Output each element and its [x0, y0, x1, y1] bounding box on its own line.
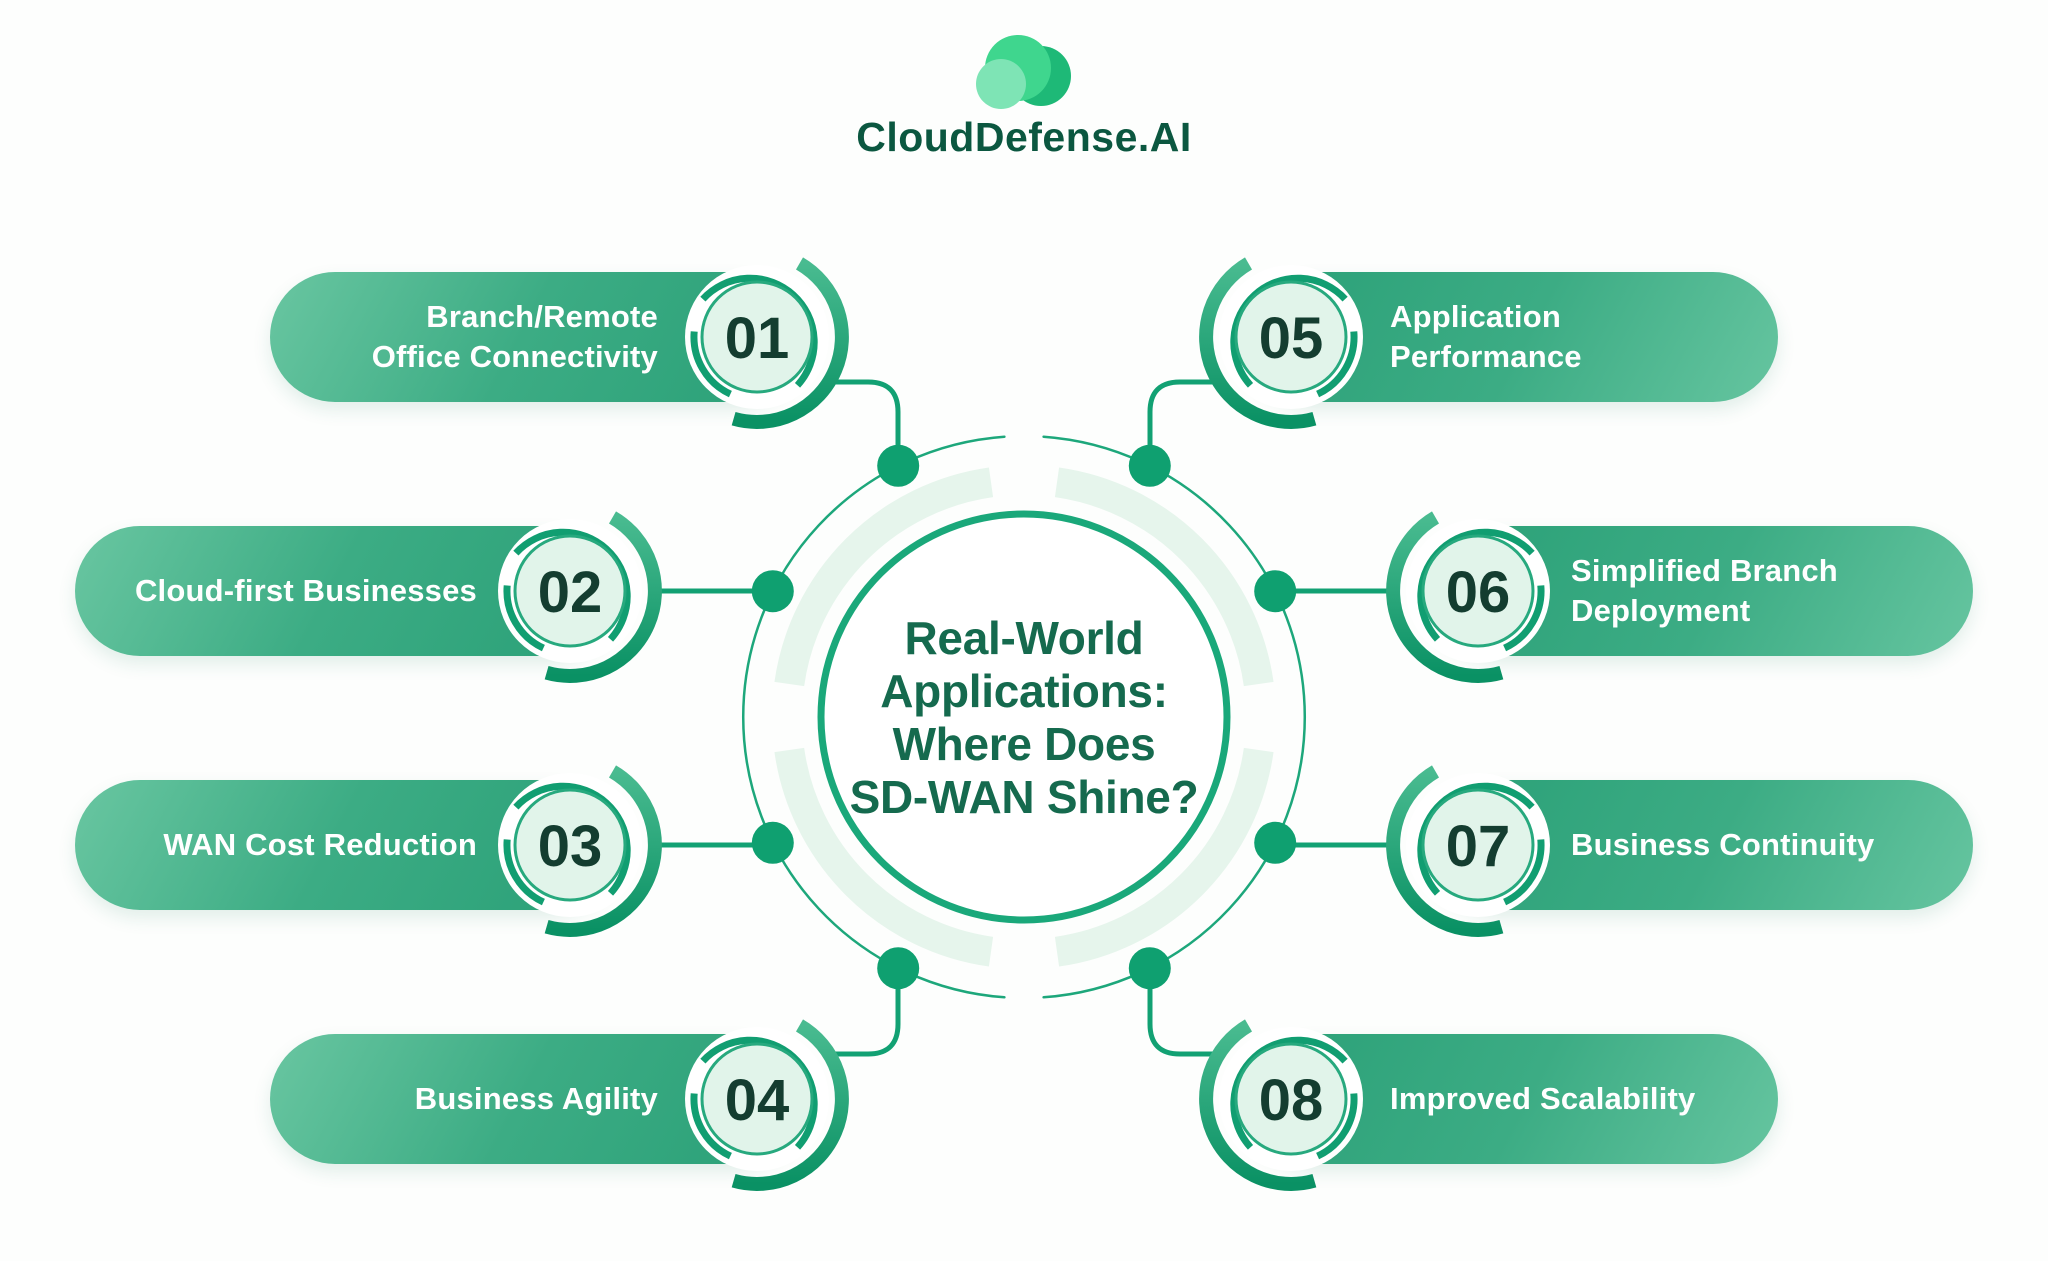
item-number: 03: [538, 814, 603, 879]
item-label: Branch/Remote Office Connectivity: [371, 299, 658, 374]
node-dots: [751, 444, 1297, 990]
item-label: Business Continuity: [1571, 827, 1875, 862]
light-ring: [774, 467, 1274, 967]
item-label: Application Performance: [1390, 299, 1582, 374]
number-badge-06: 06: [1386, 511, 1550, 683]
item-label: Business Agility: [414, 1081, 658, 1116]
item-label: Cloud-first Businesses: [134, 573, 477, 608]
center-title: Real-World Applications: Where Does SD-W…: [814, 612, 1234, 824]
inner-ring: [817, 510, 1231, 924]
title-line: Applications:: [880, 665, 1168, 717]
number-badge-02: 02: [498, 511, 662, 683]
connector-lines: [649, 379, 1399, 1057]
item-number: 07: [1446, 814, 1511, 879]
logo: CloudDefense.AI: [0, 34, 2048, 161]
item-number: 06: [1446, 560, 1511, 625]
item-label: Improved Scalability: [1390, 1081, 1696, 1116]
number-badge-01: 01: [685, 257, 849, 429]
title-line: Where Does: [892, 718, 1156, 770]
number-badge-05: 05: [1199, 257, 1363, 429]
item-number: 08: [1259, 1068, 1324, 1133]
title-line: Real-World: [904, 612, 1144, 664]
number-badge-08: 08: [1199, 1019, 1363, 1191]
item-number: 01: [725, 306, 790, 371]
clouddefense-logo-icon: [976, 35, 1071, 109]
brand-name: CloudDefense.AI: [856, 114, 1192, 160]
item-number: 02: [538, 560, 603, 625]
item-label: WAN Cost Reduction: [163, 827, 477, 862]
item-label: Simplified Branch Deployment: [1571, 553, 1838, 628]
item-number: 05: [1259, 306, 1324, 371]
title-line: SD-WAN Shine?: [849, 771, 1199, 823]
item-number: 04: [725, 1068, 790, 1133]
number-badge-03: 03: [498, 765, 662, 937]
number-badge-04: 04: [685, 1019, 849, 1191]
number-badge-07: 07: [1386, 765, 1550, 937]
